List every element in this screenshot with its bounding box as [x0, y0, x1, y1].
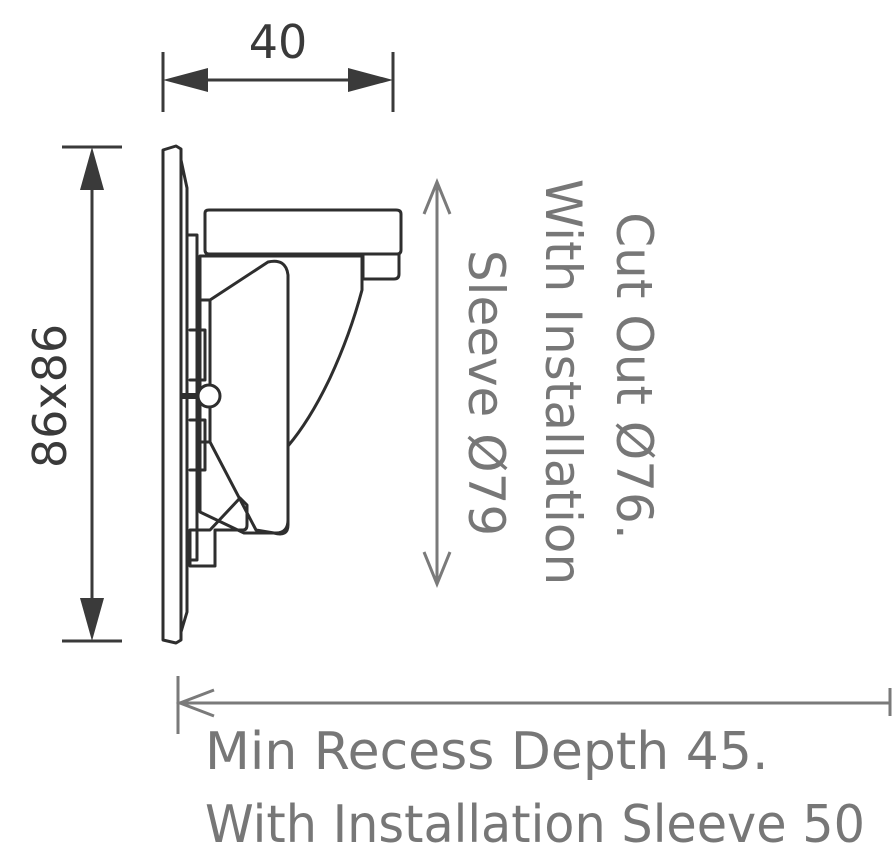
product-profile — [161, 144, 403, 645]
recess-arrow-left — [175, 688, 215, 718]
depth-arrow-left — [163, 68, 208, 92]
cutout-dimension: Cut Out Ø76. With Installation Sleeve Ø7… — [422, 178, 663, 588]
faceplate-label: 86x86 — [23, 324, 77, 468]
cutout-label-line1: Cut Out Ø76. — [605, 212, 663, 540]
faceplate-arrow-bottom — [80, 598, 104, 641]
pivot-screw — [196, 383, 222, 409]
recess-label-line2: With Installation Sleeve 50 — [205, 795, 865, 855]
top-housing — [203, 208, 403, 256]
faceplate-front — [161, 144, 183, 645]
cutout-label-line3: Sleeve Ø79 — [457, 250, 515, 536]
upper-clip — [188, 328, 207, 382]
main-housing — [198, 254, 364, 535]
bottom-bracket — [188, 496, 249, 568]
cutout-arrow-top — [422, 178, 452, 215]
depth-arrow-right — [348, 68, 393, 92]
depth-dimension: 40 — [161, 15, 395, 112]
depth-label: 40 — [249, 15, 308, 69]
faceplate-rear-edge — [179, 158, 189, 634]
faceplate-dimension: 86x86 — [23, 145, 122, 643]
cutout-label-line2: With Installation — [534, 179, 592, 585]
lower-clip — [188, 418, 207, 472]
recess-label-line1: Min Recess Depth 45. — [205, 722, 769, 782]
cutout-arrow-bottom — [422, 551, 452, 588]
top-housing-step — [361, 252, 401, 281]
recess-dimension: Min Recess Depth 45. With Installation S… — [175, 676, 892, 855]
faceplate-arrow-top — [80, 147, 104, 190]
tilt-head — [208, 259, 290, 536]
